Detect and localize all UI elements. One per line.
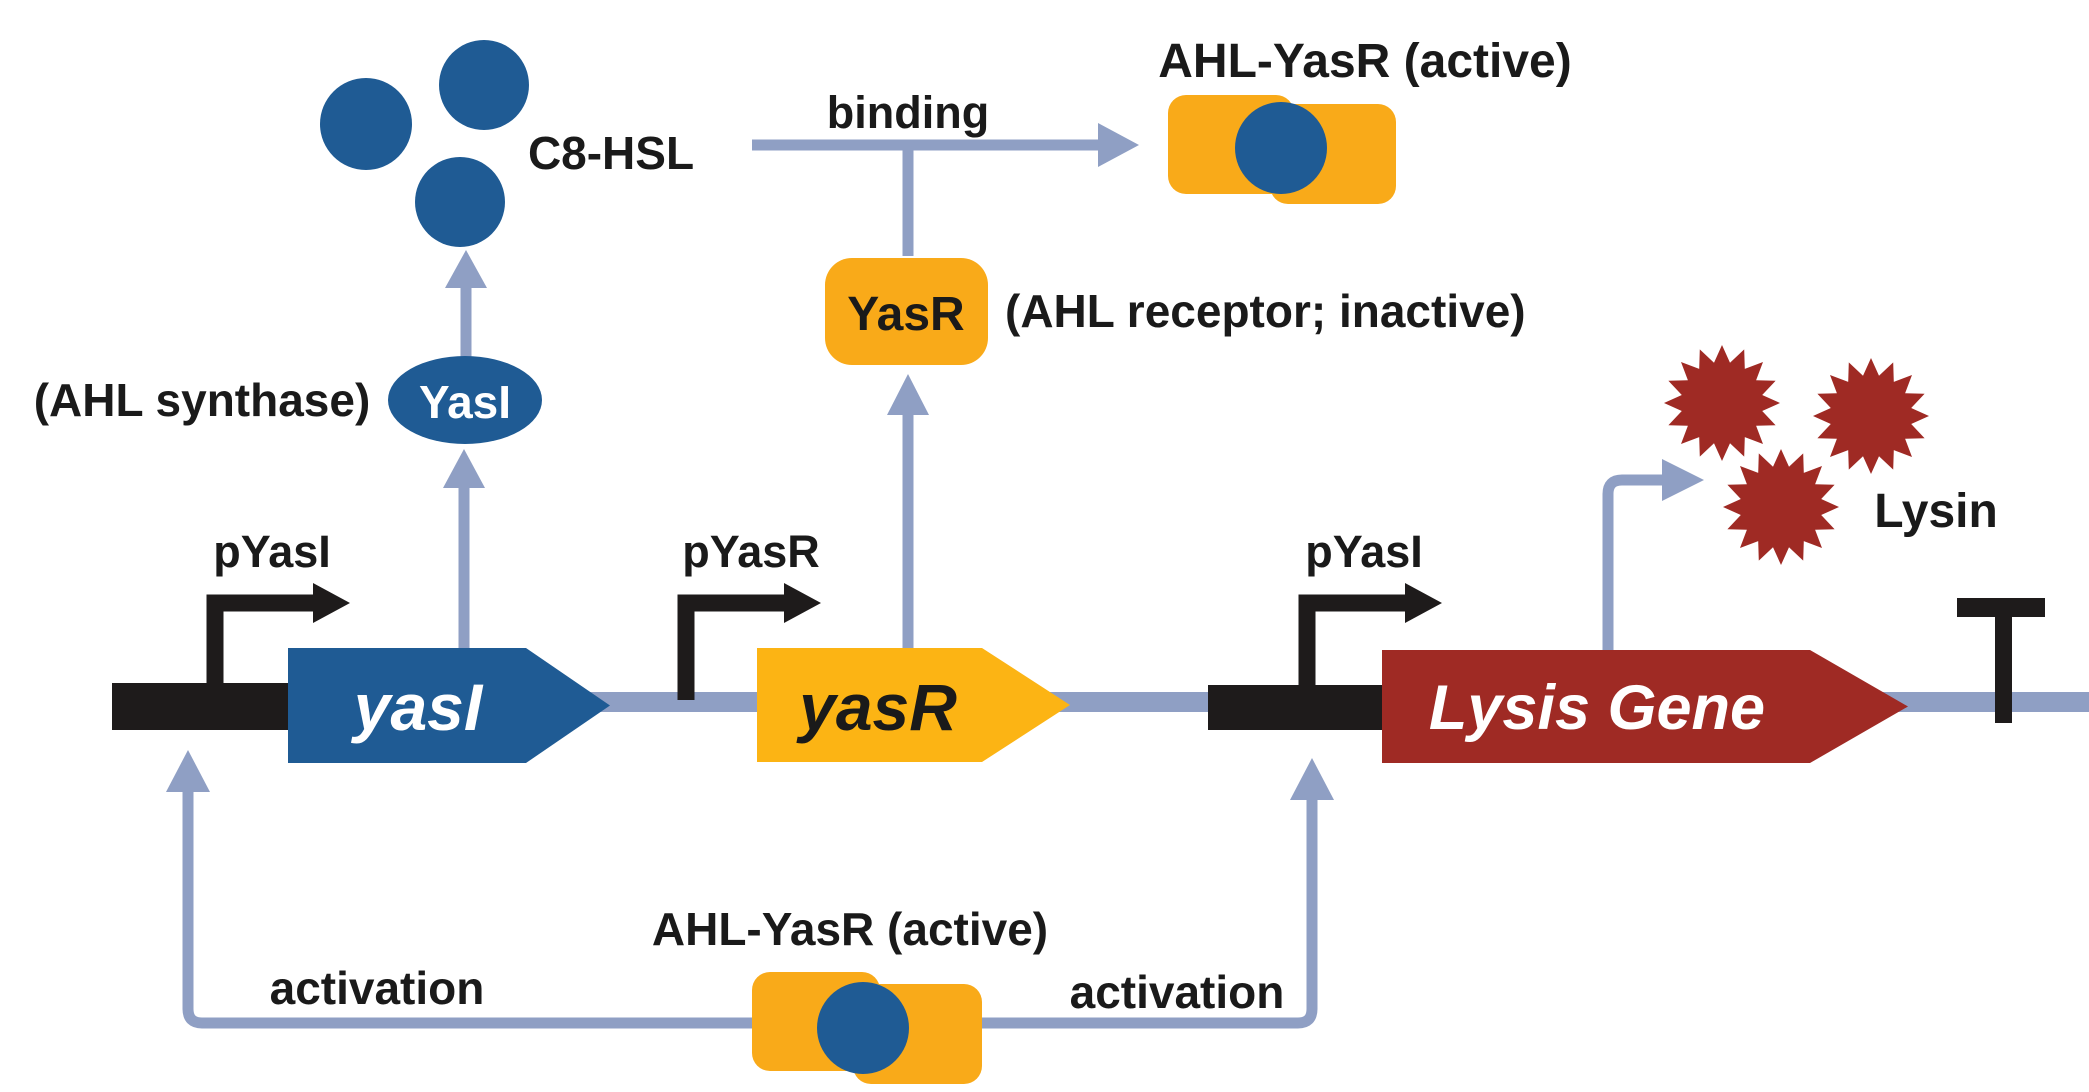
yasr-gene-arrow xyxy=(757,648,1070,762)
activation-arrow-left xyxy=(166,750,752,1029)
yasr-receptor-label: YasR xyxy=(847,288,964,341)
operator-box-left xyxy=(112,683,288,730)
yasr-gene-label: yasR xyxy=(796,670,957,744)
complex-top-label: AHL-YasR (active) xyxy=(1158,35,1571,88)
ahl-yasr-complex-top-icon xyxy=(1168,95,1396,204)
ahl-receptor-annotation: (AHL receptor; inactive) xyxy=(1005,285,1526,337)
promoter-pyasi-left-icon xyxy=(206,583,350,690)
lysis-gene-label: Lysis Gene xyxy=(1429,673,1765,743)
promoter-pyasr-label: pYasR xyxy=(682,526,820,577)
lysis-gene-arrow xyxy=(1382,650,1908,763)
yasi-protein-icon xyxy=(388,356,542,444)
yasr-expression-arrow xyxy=(887,374,929,650)
promoter-pyasi-right-icon xyxy=(1298,583,1442,688)
ahl-synthase-annotation: (AHL synthase) xyxy=(34,374,371,426)
lysin-label: Lysin xyxy=(1874,485,1998,538)
activation-left-label: activation xyxy=(270,962,485,1014)
promoter-pyasr-icon xyxy=(677,583,821,700)
yasi-protein-label: YasI xyxy=(419,376,511,428)
yasi-gene-label: yasI xyxy=(351,670,484,744)
yasi-gene-arrow xyxy=(288,648,610,763)
binding-arrow xyxy=(752,123,1139,167)
ahl-yasr-complex-bottom-icon xyxy=(752,972,982,1084)
promoter-pyasi-right-label: pYasI xyxy=(1305,526,1423,577)
complex-bottom-label: AHL-YasR (active) xyxy=(652,903,1048,955)
c8hsl-synthesis-arrow xyxy=(445,250,487,357)
terminator-icon xyxy=(1957,598,2045,723)
promoter-pyasi-left-label: pYasI xyxy=(213,526,331,577)
binding-label: binding xyxy=(827,87,989,138)
lysin-expression-arrow xyxy=(1602,459,1704,650)
activation-right-label: activation xyxy=(1070,966,1285,1018)
yasr-receptor-icon xyxy=(825,258,988,365)
activation-arrow-right xyxy=(982,758,1334,1029)
c8hsl-label: C8-HSL xyxy=(528,127,694,179)
yasi-expression-arrow xyxy=(443,449,485,650)
operator-box-right xyxy=(1208,685,1385,730)
c8hsl-molecule-icons xyxy=(320,40,529,247)
